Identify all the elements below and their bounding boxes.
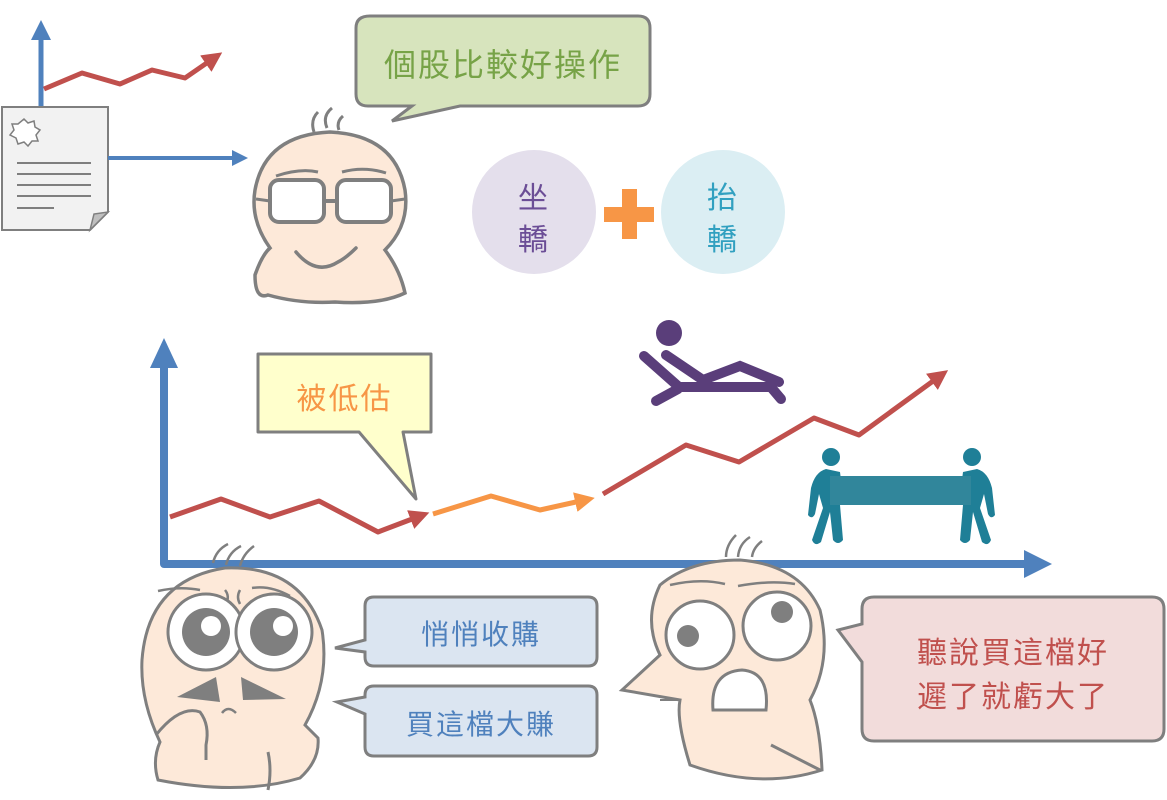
carry-role-text-1: 抬: [707, 181, 739, 216]
plus-icon: [604, 189, 654, 239]
speech-bubble-pink: [835, 595, 1166, 743]
trend-segment-rally: [601, 370, 949, 497]
sit-role-text-1: 坐: [518, 181, 550, 216]
speech-bubble-blue-2: [331, 684, 599, 758]
blue-bubble-1-text: 悄悄收購: [420, 618, 541, 651]
x-axis-arrow: [1024, 550, 1052, 578]
character-shocked: [618, 534, 826, 781]
top-bubble-text: 個股比較好操作: [383, 46, 622, 84]
seal-icon: [8, 117, 42, 148]
sit-role-circle: [472, 150, 596, 274]
sit-role-text-2: 轎: [518, 223, 550, 258]
shocked-left-eye: [664, 599, 736, 671]
glasses-right-lens: [335, 178, 393, 224]
mustache-right: [241, 677, 286, 700]
mini-trend-line: [43, 52, 223, 92]
pink-bubble-text-1: 聽說買這檔好: [917, 636, 1109, 671]
blue-bubble-2-text: 買這檔大賺: [405, 708, 556, 741]
speech-bubble-green: [354, 14, 652, 123]
document-icon: [1, 106, 111, 233]
shocked-right-eye: [741, 590, 813, 662]
people-carrying-icon: [808, 448, 995, 545]
carry-role-circle: [661, 150, 785, 274]
pink-bubble-text-2: 遲了就虧大了: [917, 680, 1109, 715]
character-glasses: [252, 106, 408, 305]
speech-bubble-blue-1: [334, 595, 599, 668]
mini-chart: [31, 20, 223, 108]
reclining-person-icon: [639, 320, 786, 406]
undervalued-text: 被低估: [296, 382, 393, 417]
callout-undervalued: [256, 352, 433, 501]
mustache-left: [177, 677, 220, 702]
carry-role-text-2: 轎: [707, 223, 739, 258]
y-axis-arrow: [150, 338, 178, 368]
trend-segment-accumulation: [169, 496, 430, 535]
glasses-left-lens: [268, 178, 326, 224]
shocked-mouth: [711, 668, 768, 712]
trend-segment-undervalued: [432, 492, 595, 517]
character-scheming: [140, 542, 326, 791]
